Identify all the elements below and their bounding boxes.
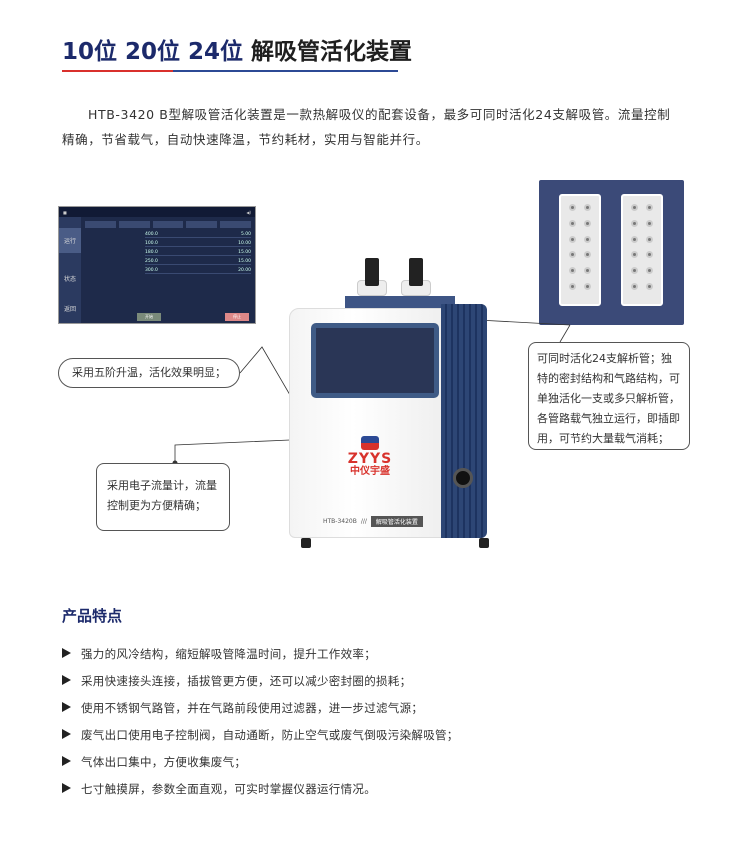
callout-heating: 采用五阶升温，活化效果明显； xyxy=(58,358,240,388)
screen-tab-run: 运行 xyxy=(59,227,81,253)
screen-status-bar: ■◀) xyxy=(59,207,255,217)
brand-logo: ZYYS 中仪宇盛 xyxy=(345,436,395,478)
callout-flow: 采用电子流量计，流量控制更为方便精确； xyxy=(96,463,230,531)
feature-item: 七寸触摸屏，参数全面直观，可实时掌握仪器运行情况。 xyxy=(62,781,459,808)
title-underline xyxy=(62,70,398,72)
gas-outlet-port xyxy=(453,468,473,488)
device-image: ZYYS 中仪宇盛 HTB-3420B///解吸管活化装置 xyxy=(289,258,494,548)
triangle-bullet-icon xyxy=(62,648,71,658)
screen-sidebar: 运行 状态 返回 xyxy=(59,217,81,323)
triangle-bullet-icon xyxy=(62,729,71,739)
intro-paragraph: HTB-3420 B型解吸管活化装置是一款热解吸仪的配套设备，最多可同时活化24… xyxy=(62,107,671,147)
model-plate: HTB-3420B///解吸管活化装置 xyxy=(323,516,423,527)
device-screen xyxy=(311,323,439,398)
title-highlight: 10位 20位 24位 xyxy=(62,39,244,65)
callout-tubes: 可同时活化24支解析管；独特的密封结构和气路结构，可单独活化一支或多只解析管，各… xyxy=(528,342,690,450)
features-heading: 产品特点 xyxy=(62,607,123,625)
screen-tab-status: 状态 xyxy=(63,275,76,283)
feature-item: 使用不锈钢气路管，并在气路前段使用过滤器，进一步过滤气源； xyxy=(62,700,459,727)
screen-stop-button: 停止 xyxy=(225,313,249,321)
speaker-icon: ◀) xyxy=(246,209,251,215)
tube-rack-image xyxy=(539,180,684,325)
title-rest: 解吸管活化装置 xyxy=(243,39,413,65)
features-list: 强力的风冷结构，缩短解吸管降温时间，提升工作效率； 采用快速接头连接，插拔管更方… xyxy=(62,646,459,808)
cooling-vent xyxy=(441,304,487,538)
triangle-bullet-icon xyxy=(62,783,71,793)
triangle-bullet-icon xyxy=(62,756,71,766)
feature-item: 气体出口集中，方便收集废气； xyxy=(62,754,459,781)
triangle-bullet-icon xyxy=(62,702,71,712)
screen-tab-back: 返回 xyxy=(63,305,76,313)
page-title: 10位 20位 24位 解吸管活化装置 xyxy=(62,32,412,66)
screen-start-button: 开始 xyxy=(137,313,161,321)
triangle-bullet-icon xyxy=(62,675,71,685)
feature-item: 废气出口使用电子控制阀，自动通断，防止空气或废气倒吸污染解吸管； xyxy=(62,727,459,754)
feature-item: 采用快速接头连接，插拔管更方便，还可以减少密封圈的损耗； xyxy=(62,673,459,700)
feature-item: 强力的风冷结构，缩短解吸管降温时间，提升工作效率； xyxy=(62,646,459,673)
